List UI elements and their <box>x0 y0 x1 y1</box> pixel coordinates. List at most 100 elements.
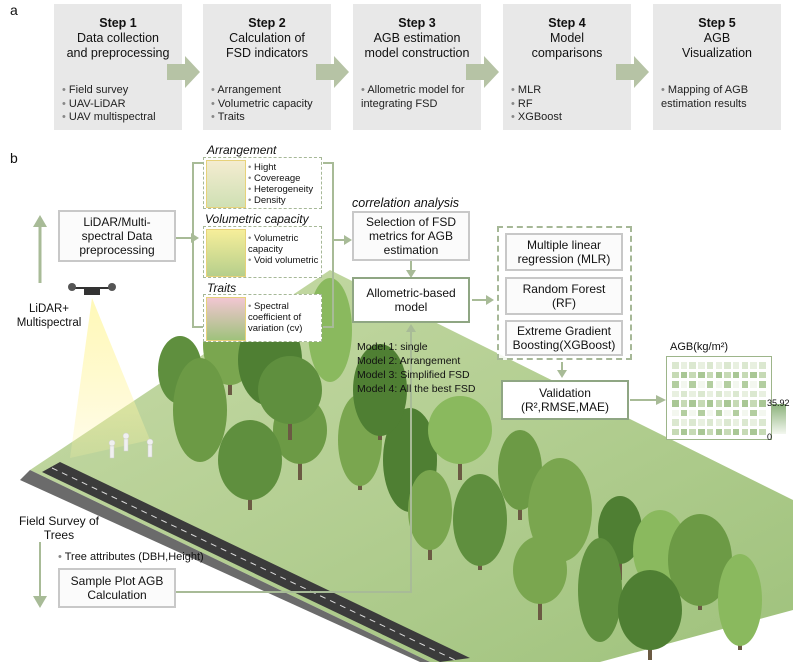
agb-cell <box>758 418 767 427</box>
agb-cell <box>749 361 758 370</box>
agb-cell <box>697 389 706 399</box>
step-heading: Step 5 <box>698 16 736 30</box>
drone-icon <box>68 283 116 295</box>
surveyors <box>108 432 154 459</box>
arrangement-card: Hight Covereage Heterogeneity Density <box>203 157 322 209</box>
agb-cell <box>758 399 767 408</box>
step-item: Traits <box>211 111 327 125</box>
lidar-preprocessing-box: LiDAR/Multi-spectral Data preprocessing <box>58 210 176 262</box>
tree-crown <box>428 396 492 464</box>
step-subtitle: AGB estimation model construction <box>364 31 470 60</box>
arrangement-item: Heterogeneity <box>248 184 313 195</box>
step-items: Field surveyUAV-LiDARUAV multispectral <box>62 84 178 125</box>
agb-cell <box>731 418 741 427</box>
model-3: Model 3: Simplified FSD <box>357 369 470 381</box>
volumetric-item: Volumetric capacity <box>248 233 320 255</box>
agb-cell <box>705 427 715 437</box>
step-arrows <box>167 56 649 88</box>
step-subtitle: AGB Visualization <box>682 31 752 60</box>
agb-cell <box>679 361 689 370</box>
agb-cell <box>758 370 767 380</box>
tree-crown <box>578 538 622 642</box>
step-items: Mapping of AGB estimation results <box>661 84 777 111</box>
traits-item: Spectral coefficient of variation (cv) <box>248 301 320 334</box>
agb-cell <box>697 380 706 389</box>
step-heading: Step 1 <box>99 16 137 30</box>
lidar-beam <box>70 298 150 458</box>
agb-cell <box>679 427 689 437</box>
tree-attributes: • Tree attributes (DBH,Height) <box>58 551 204 563</box>
tree-attributes-text: Tree attributes (DBH,Height) <box>64 551 204 563</box>
agb-cell <box>705 370 715 380</box>
agb-cell <box>723 361 732 370</box>
agb-cell <box>697 408 706 418</box>
road <box>42 462 470 662</box>
agb-cell <box>714 370 724 380</box>
agb-cell <box>679 389 689 399</box>
agb-cell <box>740 361 750 370</box>
agb-cell <box>688 370 697 380</box>
agb-cell <box>749 399 758 408</box>
agb-cell <box>679 408 689 418</box>
agb-cell <box>697 361 706 370</box>
up-arrow <box>33 215 47 283</box>
agb-legend-bar <box>772 404 786 434</box>
sample-plot-box: Sample Plot AGB Calculation <box>58 568 176 608</box>
tree-crown <box>353 344 407 436</box>
agb-cell <box>740 427 750 437</box>
model-list: Model 1: single Model 2: Arrangement Mod… <box>357 340 475 396</box>
agb-cell <box>723 389 732 399</box>
agb-cell <box>740 418 750 427</box>
agb-cell <box>749 370 758 380</box>
agb-cell <box>671 427 680 437</box>
agb-cell <box>714 389 724 399</box>
volumetric-thumbnail <box>206 229 246 277</box>
agb-cell <box>723 380 732 389</box>
agb-legend-max: 35.92 <box>767 398 790 408</box>
agb-cell <box>758 408 767 418</box>
agb-map-title: AGB(kg/m²) <box>670 341 729 353</box>
xgb-box: Extreme Gradient Boosting(XGBoost) <box>505 320 623 356</box>
agb-cell <box>749 380 758 389</box>
agb-cell <box>758 427 767 437</box>
volumetric-item: Void volumetric <box>248 255 320 266</box>
agb-cell <box>731 389 741 399</box>
agb-cell <box>714 399 724 408</box>
agb-cell <box>688 408 697 418</box>
step-items: MLRRFXGBoost <box>511 84 627 125</box>
rf-box: Random Forest (RF) <box>505 277 623 315</box>
agb-cell <box>758 389 767 399</box>
agb-cell <box>688 389 697 399</box>
step-arrow-2 <box>316 56 349 88</box>
step-item: Mapping of AGB estimation results <box>661 84 777 111</box>
step-subtitle: Model comparisons <box>531 31 603 60</box>
agb-cell <box>671 418 680 427</box>
validation-metrics: (R²,RMSE,MAE) <box>521 400 609 414</box>
agb-cell <box>731 427 741 437</box>
validation-title: Validation <box>539 386 591 400</box>
lidar-multispectral-label: LiDAR+ Multispectral <box>16 303 82 329</box>
agb-cell <box>723 399 732 408</box>
tree-crown <box>173 358 227 462</box>
step-item: XGBoost <box>511 111 627 125</box>
agb-cell <box>705 380 715 389</box>
agb-cell <box>679 418 689 427</box>
step-arrow-4 <box>616 56 649 88</box>
agb-cell <box>697 370 706 380</box>
agb-cell <box>671 370 680 380</box>
agb-cell <box>671 408 680 418</box>
arrangement-list: Hight Covereage Heterogeneity Density <box>248 162 313 206</box>
agb-cell <box>723 427 732 437</box>
tree-crown <box>718 554 762 646</box>
volumetric-list: Volumetric capacity Void volumetric <box>248 233 320 266</box>
agb-cell <box>697 418 706 427</box>
arrangement-item: Covereage <box>248 173 313 184</box>
agb-cell <box>731 370 741 380</box>
model-1: Model 1: single <box>357 341 428 353</box>
model-4: Model 4: All the best FSD <box>357 383 476 395</box>
